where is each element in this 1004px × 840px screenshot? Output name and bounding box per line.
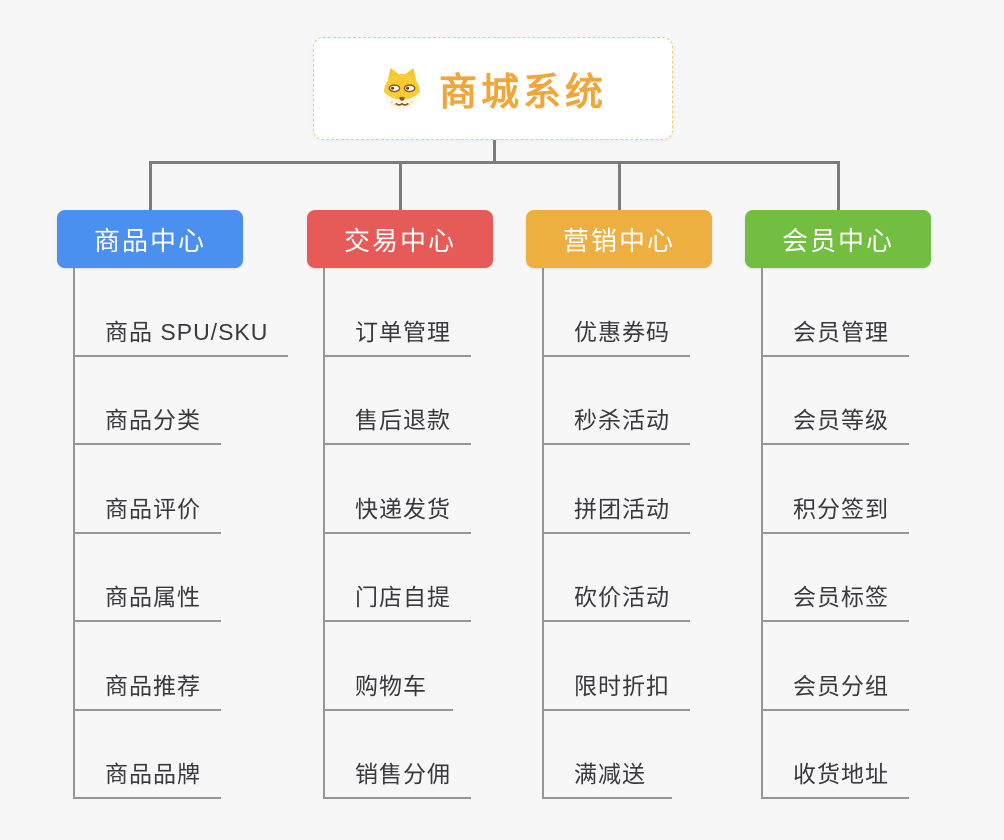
child-node-label: 商品属性 — [105, 584, 201, 610]
branch-1-connector-drop — [149, 161, 152, 210]
child-node-label: 商品品牌 — [105, 761, 201, 787]
branch-1-item-2[interactable]: 商品分类 — [75, 357, 221, 445]
child-node-label: 收货地址 — [793, 761, 889, 787]
child-node-label: 门店自提 — [355, 584, 451, 610]
branch-4-label: 会员中心 — [781, 225, 894, 256]
child-node-label: 拼团活动 — [574, 495, 670, 522]
child-node-label: 商品分类 — [105, 407, 201, 433]
branch-1-item-5[interactable]: 商品推荐 — [75, 622, 221, 711]
branch-1-children: 商品 SPU/SKU 商品分类商品评价商品属性商品推荐商品品牌 — [73, 268, 289, 799]
branch-1-item-6[interactable]: 商品品牌 — [75, 711, 221, 799]
child-node-label: 砍价活动 — [574, 584, 670, 610]
child-node-label: 快递发货 — [355, 495, 451, 522]
branch-3-header[interactable]: 营销中心 — [526, 210, 712, 268]
branch-2-item-4[interactable]: 门店自提 — [325, 534, 471, 622]
branch-1-item-4[interactable]: 商品属性 — [75, 534, 221, 622]
branch-2-item-6[interactable]: 销售分佣 — [325, 711, 471, 799]
branch-1-header[interactable]: 商品中心 — [57, 210, 243, 268]
child-node-label: 会员标签 — [793, 584, 889, 610]
branch-3-item-3[interactable]: 拼团活动 — [544, 445, 690, 534]
branch-2-connector-drop — [399, 161, 402, 210]
root-title: 商城系统 — [438, 72, 607, 114]
branch-4-header[interactable]: 会员中心 — [745, 210, 931, 268]
branch-2-item-3[interactable]: 快递发货 — [325, 445, 471, 534]
child-node-label: 满减送 — [574, 761, 646, 787]
child-node-label: 积分签到 — [793, 495, 889, 522]
child-node-label: 售后退款 — [355, 407, 451, 433]
branch-4-children: 会员管理会员等级积分签到会员标签会员分组收货地址 — [761, 268, 909, 799]
branch-2-header[interactable]: 交易中心 — [307, 210, 493, 268]
child-node-label: 优惠券码 — [574, 318, 670, 345]
branch-1-label: 商品中心 — [93, 225, 206, 256]
child-node-label: 会员管理 — [793, 318, 889, 345]
connector-horizontal-rail — [149, 161, 840, 164]
child-node-label: 商品评价 — [105, 495, 201, 522]
branch-3-item-6[interactable]: 满减送 — [544, 711, 672, 799]
branch-3-children: 优惠券码秒杀活动拼团活动砍价活动限时折扣满减送 — [542, 268, 690, 799]
dog-face-icon — [384, 67, 420, 110]
child-node-label: 商品推荐 — [105, 672, 201, 699]
branch-4-item-3[interactable]: 积分签到 — [763, 445, 909, 534]
branch-2-label: 交易中心 — [343, 225, 456, 256]
branch-3-label: 营销中心 — [562, 225, 675, 256]
child-node-label: 销售分佣 — [355, 761, 451, 787]
branch-4-item-4[interactable]: 会员标签 — [763, 534, 909, 622]
branch-4-item-2[interactable]: 会员等级 — [763, 357, 909, 445]
branch-3-item-2[interactable]: 秒杀活动 — [544, 357, 690, 445]
child-node-label: 购物车 — [355, 672, 427, 699]
branch-3-connector-drop — [618, 161, 621, 210]
child-node-label: 会员分组 — [793, 672, 889, 699]
branch-4-item-5[interactable]: 会员分组 — [763, 622, 909, 711]
child-node-label: 限时折扣 — [574, 672, 670, 699]
connector-root-stub — [493, 140, 496, 161]
branch-4-item-6[interactable]: 收货地址 — [763, 711, 909, 799]
branch-2-item-2[interactable]: 售后退款 — [325, 357, 471, 445]
child-node-label: 秒杀活动 — [574, 407, 670, 433]
branch-4-item-1[interactable]: 会员管理 — [763, 268, 909, 357]
child-node-label: 订单管理 — [355, 318, 451, 345]
branch-2-item-5[interactable]: 购物车 — [325, 622, 453, 711]
branch-2-children: 订单管理售后退款快递发货门店自提购物车销售分佣 — [323, 268, 471, 799]
root-node[interactable]: 商城系统 — [313, 37, 673, 140]
branch-2-item-1[interactable]: 订单管理 — [325, 268, 471, 357]
branch-3-item-5[interactable]: 限时折扣 — [544, 622, 690, 711]
child-node-label: 商品 SPU/SKU — [105, 318, 269, 345]
branch-4-connector-drop — [837, 161, 840, 210]
branch-3-item-1[interactable]: 优惠券码 — [544, 268, 690, 357]
branch-3-item-4[interactable]: 砍价活动 — [544, 534, 690, 622]
child-node-label: 会员等级 — [793, 407, 889, 433]
branch-1-item-3[interactable]: 商品评价 — [75, 445, 221, 534]
branch-1-item-1[interactable]: 商品 SPU/SKU — [75, 268, 289, 357]
